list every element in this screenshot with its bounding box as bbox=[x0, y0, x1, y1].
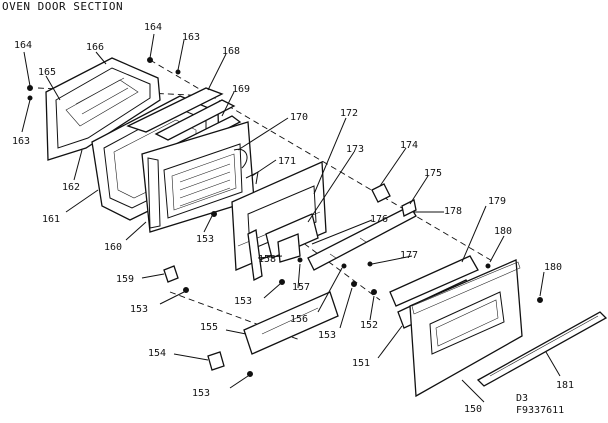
label-159: 159 bbox=[116, 274, 134, 285]
part-181-handle bbox=[476, 311, 608, 387]
part-174-bracket bbox=[371, 183, 417, 217]
label-158: 158 bbox=[258, 254, 276, 265]
label-174: 174 bbox=[400, 140, 418, 151]
label-153-mid: 153 bbox=[196, 234, 214, 245]
label-157: 157 bbox=[292, 282, 310, 293]
label-153-bottom: 153 bbox=[192, 388, 210, 399]
label-160: 160 bbox=[104, 242, 122, 253]
label-176: 176 bbox=[370, 214, 388, 225]
label-162: 162 bbox=[62, 182, 80, 193]
label-153-center: 153 bbox=[234, 296, 252, 307]
label-154: 154 bbox=[148, 348, 166, 359]
label-163-top: 163 bbox=[182, 32, 200, 43]
part-166-outer-frame bbox=[45, 57, 161, 161]
label-170: 170 bbox=[290, 112, 308, 123]
label-180-right: 180 bbox=[544, 262, 562, 273]
label-169: 169 bbox=[232, 84, 250, 95]
label-156: 156 bbox=[290, 314, 308, 325]
label-173: 173 bbox=[346, 144, 364, 155]
label-168: 168 bbox=[222, 46, 240, 57]
label-179: 179 bbox=[488, 196, 506, 207]
label-178: 178 bbox=[444, 206, 462, 217]
label-165: 165 bbox=[38, 67, 56, 78]
label-177: 177 bbox=[400, 250, 418, 261]
label-181: 181 bbox=[556, 380, 574, 391]
part-168-frame-strips bbox=[126, 87, 236, 141]
diagram-title: OVEN DOOR SECTION bbox=[2, 0, 123, 13]
part-178-strip bbox=[307, 205, 417, 271]
label-180-upper: 180 bbox=[494, 226, 512, 237]
label-163-left: 163 bbox=[12, 136, 30, 147]
part-173-insulation bbox=[265, 213, 319, 263]
label-153-right: 153 bbox=[318, 330, 336, 341]
figure-code-line2: F9337611 bbox=[516, 405, 564, 416]
label-155: 155 bbox=[200, 322, 218, 333]
label-152: 152 bbox=[360, 320, 378, 331]
label-150: 150 bbox=[464, 404, 482, 415]
label-166: 166 bbox=[86, 42, 104, 53]
part-155-plate bbox=[243, 291, 339, 355]
label-164-top: 164 bbox=[144, 22, 162, 33]
label-161: 161 bbox=[42, 214, 60, 225]
part-159-154-clips bbox=[163, 265, 225, 371]
part-179-pad bbox=[389, 255, 479, 307]
part-158-bracket bbox=[247, 229, 263, 281]
part-160-inner-panel bbox=[141, 121, 255, 233]
label-171: 171 bbox=[278, 156, 296, 167]
label-151: 151 bbox=[352, 358, 370, 369]
label-172: 172 bbox=[340, 108, 358, 119]
label-175: 175 bbox=[424, 168, 442, 179]
part-150-outer-door bbox=[409, 259, 523, 398]
screws bbox=[27, 57, 543, 377]
leader-lines bbox=[21, 33, 561, 403]
label-153-left: 153 bbox=[130, 304, 148, 315]
figure-code-line1: D3 bbox=[516, 393, 528, 404]
label-164-left: 164 bbox=[14, 40, 32, 51]
part-labels: 164 163 165 166 164 163 168 169 170 171 … bbox=[12, 22, 574, 415]
